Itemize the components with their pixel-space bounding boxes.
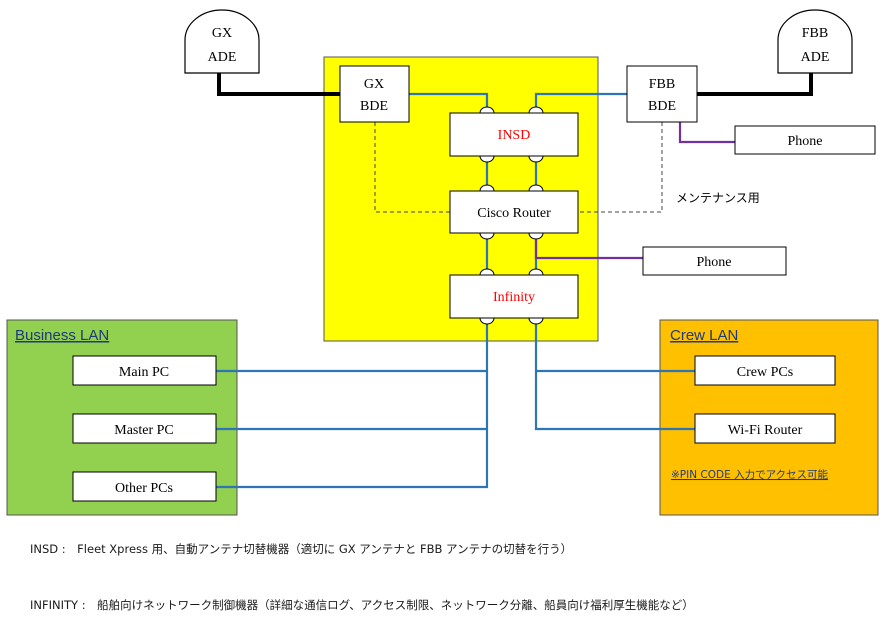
fbb-antenna-line1: FBB bbox=[802, 26, 828, 41]
phone-fbb-label: Phone bbox=[788, 134, 823, 149]
crew-pcs: Crew PCs bbox=[694, 355, 836, 386]
router-phone-line bbox=[534, 240, 643, 260]
crew-pcs-label: Crew PCs bbox=[737, 365, 793, 380]
port-icon bbox=[479, 317, 495, 325]
gx-antenna: GX ADE bbox=[184, 9, 260, 74]
master-pc-label: Master PC bbox=[114, 423, 174, 438]
port-icon bbox=[528, 106, 544, 114]
maintenance-line-fbb bbox=[578, 122, 663, 213]
business-lan-title: Business LAN bbox=[15, 327, 109, 344]
crew-lan-title: Crew LAN bbox=[670, 327, 738, 344]
gx-bde-line2: BDE bbox=[360, 99, 388, 114]
gx-antenna-cable bbox=[217, 73, 340, 96]
port-icon bbox=[528, 184, 544, 192]
phone-router-label: Phone bbox=[697, 255, 732, 270]
crew-lan-pin-note: ※PIN CODE 入力でアクセス可能 bbox=[671, 468, 829, 481]
fbb-antenna-cable bbox=[697, 73, 813, 96]
phone-fbb: Phone bbox=[734, 125, 876, 155]
maintenance-line-gx bbox=[374, 122, 450, 213]
port-icon bbox=[479, 155, 495, 163]
port-icon bbox=[528, 155, 544, 163]
fbb-phone-line bbox=[678, 122, 735, 144]
infinity-to-crew-lan-line bbox=[534, 318, 695, 431]
wifi-router-label: Wi-Fi Router bbox=[728, 423, 803, 438]
infinity-device: Infinity bbox=[449, 274, 579, 319]
cisco-router-label: Cisco Router bbox=[477, 206, 551, 221]
port-icon bbox=[528, 268, 544, 276]
port-icon bbox=[479, 268, 495, 276]
port-icon bbox=[479, 184, 495, 192]
port-icon bbox=[479, 232, 495, 240]
port-icon bbox=[528, 232, 544, 240]
other-pcs-label: Other PCs bbox=[115, 481, 173, 496]
cisco-router: Cisco Router bbox=[449, 190, 579, 234]
main-pc: Main PC bbox=[72, 355, 217, 386]
wifi-router: Wi-Fi Router bbox=[694, 413, 836, 444]
gx-antenna-line2: ADE bbox=[208, 50, 237, 65]
fbb-antenna: FBB ADE bbox=[777, 9, 853, 74]
gx-bde: GX BDE bbox=[339, 65, 410, 123]
fbb-antenna-line2: ADE bbox=[801, 50, 830, 65]
fbb-bde: FBB BDE bbox=[626, 65, 698, 123]
fbb-bde-line1: FBB bbox=[649, 77, 675, 92]
footnote-infinity: INFINITY : 船舶向けネットワーク制御機器（詳細な通信ログ、アクセス制限… bbox=[30, 598, 694, 612]
footnote-insd: INSD : Fleet Xpress 用、自動アンテナ切替機器（適切に GX … bbox=[30, 542, 572, 556]
maintenance-label: メンテナンス用 bbox=[676, 191, 760, 205]
infinity-to-business-lan-line bbox=[216, 318, 489, 489]
phone-router: Phone bbox=[642, 246, 787, 276]
main-pc-label: Main PC bbox=[119, 365, 169, 380]
other-pcs: Other PCs bbox=[72, 471, 217, 502]
port-icon bbox=[479, 106, 495, 114]
gx-antenna-line1: GX bbox=[212, 26, 232, 41]
port-icon bbox=[528, 317, 544, 325]
fbb-antenna-dome-icon bbox=[777, 9, 853, 74]
master-pc: Master PC bbox=[72, 413, 217, 444]
gx-antenna-dome-icon bbox=[184, 9, 260, 74]
insd-device: INSD bbox=[449, 112, 579, 157]
insd-label: INSD bbox=[498, 128, 531, 143]
infinity-label: Infinity bbox=[493, 290, 535, 305]
gx-bde-line1: GX bbox=[364, 77, 384, 92]
fbb-bde-line2: BDE bbox=[648, 99, 676, 114]
